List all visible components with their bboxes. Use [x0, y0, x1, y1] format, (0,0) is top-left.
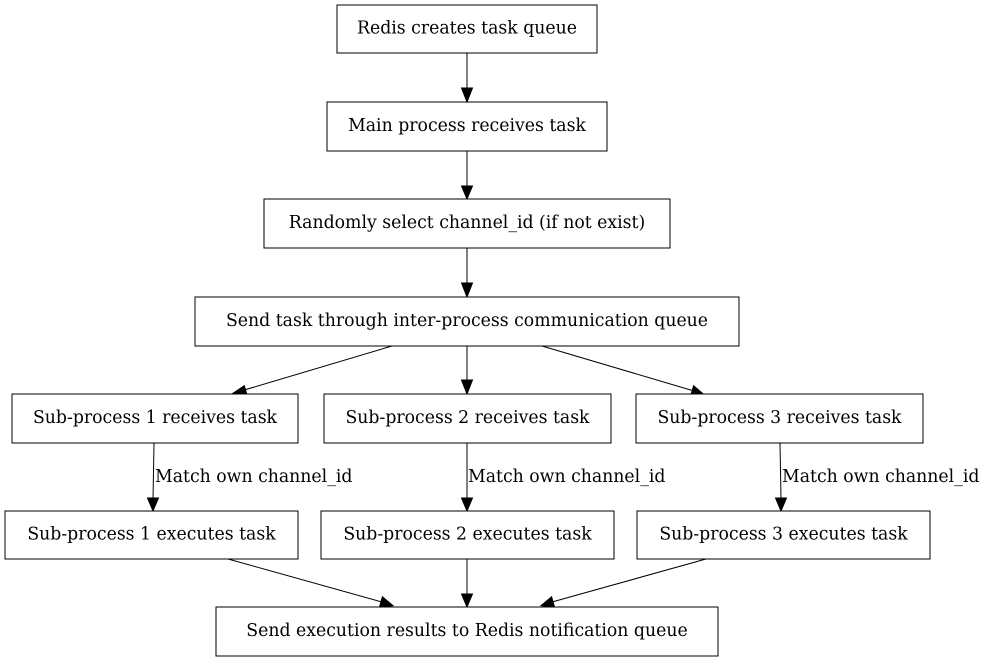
node-main-process-receives-task: Main process receives task [326, 101, 608, 152]
node-sub-process-2-receives: Sub-process 2 receives task [323, 393, 612, 444]
node-label-send-results-notification-queue: Send execution results to Redis notifica… [246, 621, 687, 641]
edge-exec1-to-results [227, 558, 395, 608]
node-redis-creates-task-queue: Redis creates task queue [336, 4, 598, 54]
node-randomly-select-channel: Randomly select channel_id (if not exist… [263, 198, 671, 249]
edge-redis-to-main [460, 53, 474, 104]
edge-send-to-sub2 [460, 346, 474, 396]
node-label-randomly-select-channel: Randomly select channel_id (if not exist… [289, 213, 645, 233]
edge-send-to-sub3 [541, 345, 706, 397]
node-send-task-ipc-queue: Send task through inter-process communic… [194, 296, 740, 347]
node-sub-process-3-executes: Sub-process 3 executes task [636, 510, 931, 560]
node-label-sub-process-3-receives: Sub-process 3 receives task [657, 408, 902, 428]
edge-select-to-send [460, 248, 474, 299]
node-sub-process-1-executes: Sub-process 1 executes task [4, 510, 299, 560]
edge-exec2-to-results [460, 559, 474, 609]
node-sub-process-1-receives: Sub-process 1 receives task [11, 393, 299, 444]
node-label-main-process-receives-task: Main process receives task [348, 116, 586, 136]
edge-sub1-to-exec1 [146, 442, 160, 513]
node-label-sub-process-2-receives: Sub-process 2 receives task [345, 408, 590, 428]
node-label-sub-process-1-executes: Sub-process 1 executes task [27, 525, 276, 545]
edge-label-match-3: Match own channel_id [782, 467, 979, 487]
edge-send-to-sub1 [229, 345, 393, 397]
edge-sub3-to-exec3 [774, 442, 788, 513]
edge-label-match-1: Match own channel_id [155, 467, 352, 487]
edge-label-match-2: Match own channel_id [468, 467, 665, 487]
node-sub-process-2-executes: Sub-process 2 executes task [320, 510, 615, 560]
edge-exec3-to-results [539, 558, 707, 608]
node-label-sub-process-3-executes: Sub-process 3 executes task [659, 525, 908, 545]
node-label-redis-creates-task-queue: Redis creates task queue [357, 19, 577, 39]
edge-sub2-to-exec2 [460, 443, 474, 513]
node-label-send-task-ipc-queue: Send task through inter-process communic… [226, 311, 708, 331]
node-label-sub-process-2-executes: Sub-process 2 executes task [343, 525, 592, 545]
node-send-results-notification-queue: Send execution results to Redis notifica… [215, 606, 719, 657]
edge-main-to-select [460, 151, 474, 201]
node-sub-process-3-receives: Sub-process 3 receives task [635, 393, 924, 444]
node-label-sub-process-1-receives: Sub-process 1 receives task [33, 408, 278, 428]
